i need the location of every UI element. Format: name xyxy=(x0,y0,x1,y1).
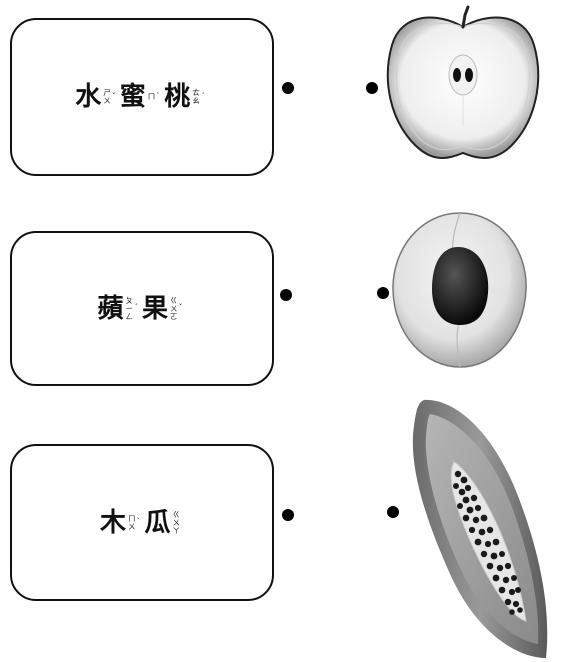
bopomofo-symbol: ㄛ xyxy=(170,311,178,321)
bopomofo-symbol: ㄧ xyxy=(125,303,134,313)
tone-mark: ˋ xyxy=(136,517,141,526)
tone-mark: ˇ xyxy=(111,91,116,101)
hanzi-char: 水 xyxy=(75,82,102,112)
bopomofo-symbols: ㄇ xyxy=(148,93,156,101)
hanzi-char: 木 xyxy=(99,507,126,538)
apple-half-icon xyxy=(386,5,540,159)
bopomofo-symbol: ㄇ xyxy=(128,513,136,523)
bopomofo-symbol: ㄥ xyxy=(125,311,134,321)
hanzi-char: 果 xyxy=(142,293,169,324)
tone-mark: ˇ xyxy=(178,303,183,312)
left-dot-apple[interactable] xyxy=(280,289,292,301)
tone-mark: ˊ xyxy=(134,303,138,312)
left-dot-peach[interactable] xyxy=(282,82,294,94)
bopomofo-symbol: ㄊ xyxy=(192,88,200,97)
peach-half-icon xyxy=(392,212,527,368)
hanzi-char: 瓜 xyxy=(144,507,171,538)
hanzi-char: 桃 xyxy=(164,82,191,112)
bopomofo-symbol: ㄨ xyxy=(128,521,136,531)
hanzi-char: 蜜 xyxy=(119,82,146,112)
bopomofo-symbols: ㄊㄠ xyxy=(192,89,200,105)
right-dot-papaya[interactable] xyxy=(387,506,399,518)
bopomofo-symbol: ㄆ xyxy=(125,295,134,305)
bopomofo-symbol: ㄨ xyxy=(170,303,178,313)
bopomofo-symbol: ㄨ xyxy=(172,517,181,527)
right-dot-peach[interactable] xyxy=(377,287,389,299)
bopomofo-symbols: ㄆㄧㄥ xyxy=(125,295,134,321)
bopomofo-symbols: ㄍㄨㄛ xyxy=(170,295,178,321)
bopomofo-symbol: ㄨ xyxy=(103,96,111,105)
bopomofo-symbol: ㄍ xyxy=(172,509,181,519)
bopomofo-symbol: ㄕ xyxy=(103,88,111,97)
bopomofo-symbols: ㄍㄨㄚ xyxy=(172,509,181,535)
bopomofo-symbol: ㄍ xyxy=(170,295,178,305)
bopomofo-symbols: ㄇㄨ xyxy=(128,513,136,531)
tone-mark: ˊ xyxy=(200,91,205,101)
hanzi-char: 蘋 xyxy=(97,293,124,324)
papaya-half-icon xyxy=(412,399,548,658)
bopomofo: ㄍㄨㄚ xyxy=(173,509,181,537)
right-dot-apple[interactable] xyxy=(366,82,378,94)
bopomofo-symbol: ㄇ xyxy=(147,92,156,101)
bopomofo-symbol: ㄚ xyxy=(172,525,181,535)
tone-mark: ˋ xyxy=(156,91,161,101)
bopomofo-symbol: ㄠ xyxy=(192,96,200,105)
left-dot-papaya[interactable] xyxy=(282,509,294,521)
bopomofo-symbols: ㄕㄨ xyxy=(103,89,111,105)
